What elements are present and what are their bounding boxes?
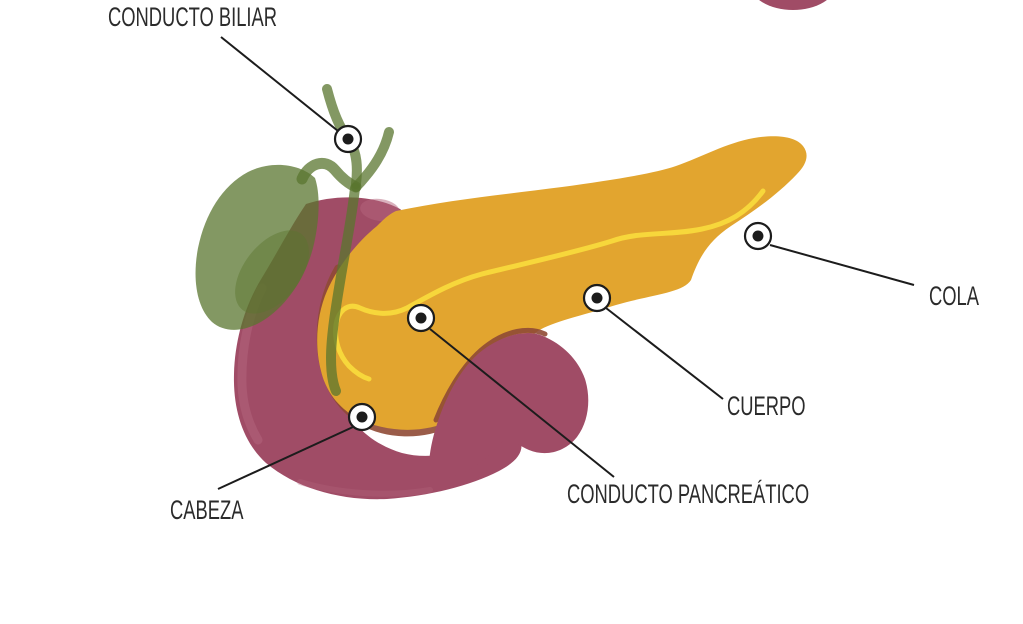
cystic-duct <box>296 157 362 193</box>
label-body: CUERPO <box>727 391 806 421</box>
leader-line-head <box>217 426 354 490</box>
pancreatic-duct-line <box>333 188 766 382</box>
label-pancreatic-duct: CONDUCTO PANCREÁTICO <box>567 479 810 509</box>
leader-line-body <box>605 307 724 400</box>
marker-dot-icon <box>591 292 603 304</box>
common-bile-duct-stem <box>325 183 360 396</box>
marker-dot-icon <box>415 312 427 324</box>
marker-tail <box>743 221 773 251</box>
label-tail: COLA <box>929 281 980 311</box>
label-bile-duct: CONDUCTO BILIAR <box>108 2 278 32</box>
label-head: CABEZA <box>170 495 244 525</box>
leader-line-pancreatic-duct <box>429 328 615 478</box>
duodenum-hook-rim <box>433 327 548 423</box>
duodenum-bottom-highlight <box>297 479 433 497</box>
marker-dot-icon <box>342 133 354 145</box>
leader-line-bile-duct <box>220 36 339 132</box>
marker-pancreatic-duct <box>406 303 436 333</box>
duodenum-shape <box>233 197 522 500</box>
marker-dot-icon <box>752 230 764 242</box>
leader-line-tail <box>769 244 915 286</box>
gallbladder-shape <box>195 164 319 330</box>
gallbladder-inner-shade <box>235 230 309 314</box>
marker-body <box>582 283 612 313</box>
duodenum-hook-shape <box>429 333 589 480</box>
marker-head <box>347 402 377 432</box>
marker-dot-icon <box>356 411 368 423</box>
marker-bile-duct <box>333 124 363 154</box>
top-organ-sliver <box>759 0 827 10</box>
pancreas-shape <box>317 136 807 430</box>
